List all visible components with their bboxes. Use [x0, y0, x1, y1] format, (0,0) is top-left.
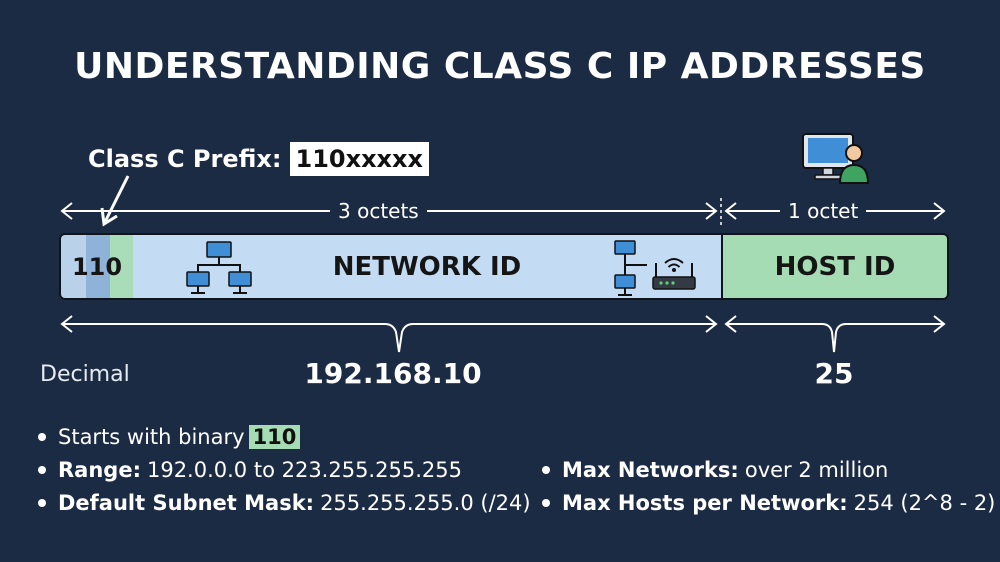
bullet-icon [542, 498, 550, 507]
network-switch-icon [614, 240, 647, 296]
list-item: Range: 192.0.0.0 to 223.255.255.255 [38, 453, 531, 486]
network-topology-icon [186, 241, 252, 294]
list-item: Starts with binary 110 [38, 420, 531, 453]
decimal-host-value: 25 [814, 357, 854, 390]
facts-right-list: Max Networks: over 2 million Max Hosts p… [542, 453, 995, 519]
class-c-prefix: Class C Prefix: 110xxxxx [88, 141, 429, 177]
prefix-pointer-arrow [100, 175, 130, 227]
prefix-value: 110xxxxx [289, 142, 429, 176]
page-title: UNDERSTANDING CLASS C IP ADDRESSES [74, 46, 926, 87]
prefix-label: Class C Prefix: [88, 145, 282, 173]
network-octets-label: 3 octets [330, 199, 427, 223]
network-id-segment: NETWORK ID [133, 235, 723, 298]
ip-address-bar: 110 NETWORK ID [59, 233, 949, 300]
binary-highlight: 110 [248, 424, 301, 449]
host-id-segment: HOST ID [723, 235, 947, 298]
bullet-icon [38, 465, 46, 474]
bullet-icon [38, 498, 46, 507]
decimal-network-value: 192.168.10 [304, 357, 482, 390]
host-octets-label: 1 octet [780, 199, 867, 223]
facts-left-list: Starts with binary 110 Range: 192.0.0.0 … [38, 420, 531, 519]
prefix-bits: 110 [71, 252, 123, 281]
host-id-label: HOST ID [774, 251, 896, 282]
computer-user-icon [802, 133, 870, 184]
wifi-router-icon [652, 258, 696, 290]
decimal-brace-arrows [60, 315, 946, 353]
list-item: Max Networks: over 2 million [542, 453, 995, 486]
bullet-icon [38, 432, 46, 441]
network-id-label: NETWORK ID [332, 251, 522, 282]
prefix-bits-segment: 110 [61, 235, 133, 298]
decimal-label: Decimal [40, 362, 130, 387]
bullet-icon [542, 465, 550, 474]
list-item: Default Subnet Mask: 255.255.255.0 (/24) [38, 486, 531, 519]
list-item: Max Hosts per Network: 254 (2^8 - 2) [542, 486, 995, 519]
